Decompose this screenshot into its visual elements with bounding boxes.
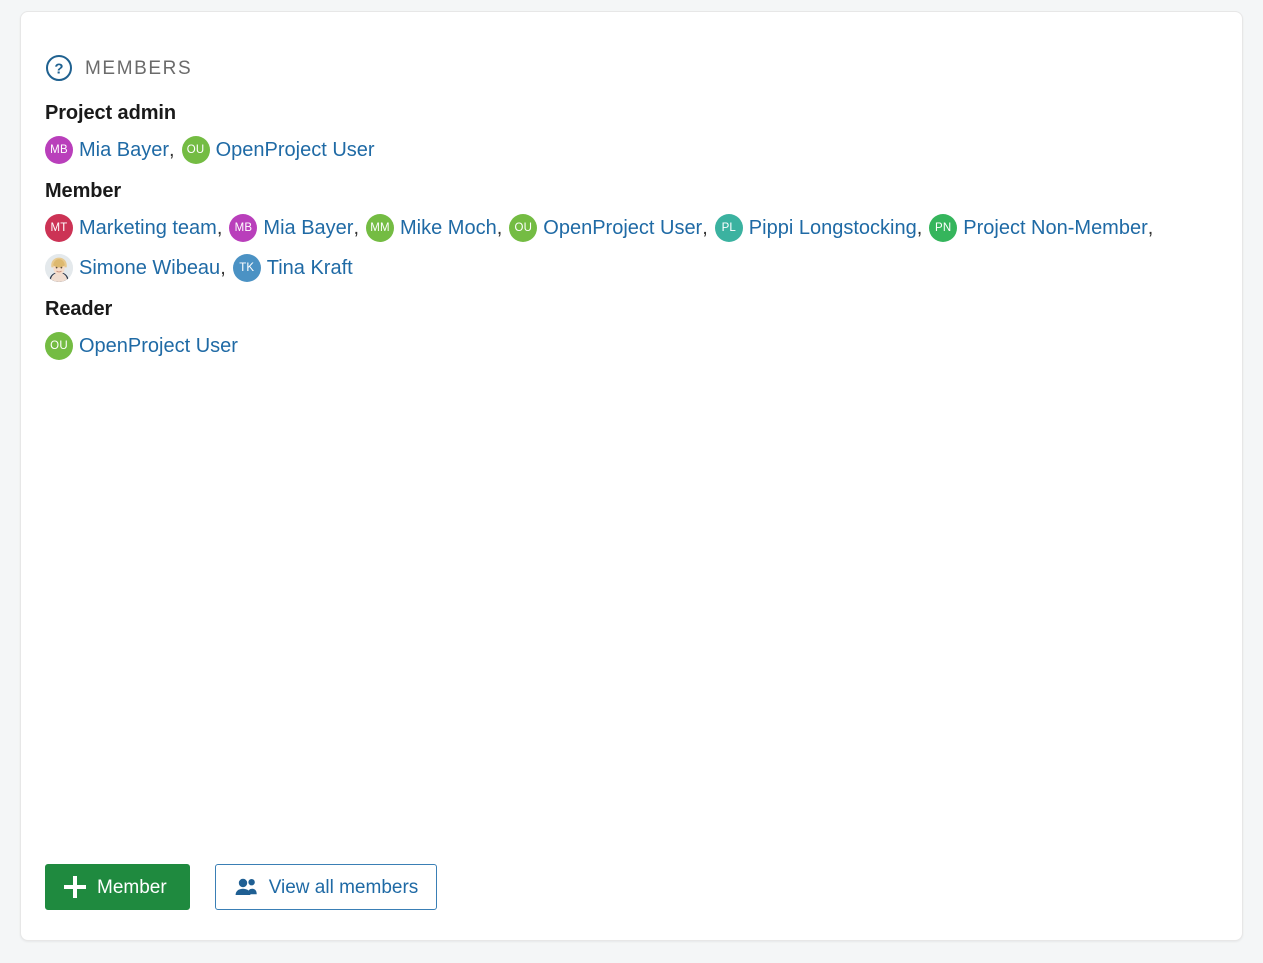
avatar[interactable]: OU xyxy=(181,136,210,164)
name-separator: , xyxy=(916,217,923,239)
member-list: OU OpenProject User xyxy=(45,326,1220,366)
member-name-link[interactable]: Pippi Longstocking xyxy=(748,217,917,239)
avatar[interactable]: MB xyxy=(229,214,258,242)
avatar[interactable]: PN xyxy=(929,214,958,242)
widget-header: ? MEMBERS xyxy=(21,12,1242,82)
name-separator: , xyxy=(1147,217,1154,239)
add-member-label: Member xyxy=(97,876,167,898)
page-title: MEMBERS xyxy=(85,57,193,79)
widget-footer: Member View all members xyxy=(45,864,438,910)
member-name-link[interactable]: Marketing team xyxy=(79,217,217,239)
avatar[interactable]: MT xyxy=(45,214,73,242)
name-separator: , xyxy=(702,217,708,239)
avatar[interactable]: PL xyxy=(714,214,743,242)
avatar[interactable]: MB xyxy=(45,136,73,164)
member-name-link[interactable]: Tina Kraft xyxy=(266,257,353,279)
users-icon xyxy=(235,878,257,895)
avatar[interactable]: TK xyxy=(232,254,261,282)
svg-text:?: ? xyxy=(54,61,63,78)
member-name-link[interactable]: Project Non-Member xyxy=(963,217,1148,239)
avatar[interactable]: MM xyxy=(366,214,394,242)
view-all-members-button[interactable]: View all members xyxy=(214,864,438,910)
add-member-button[interactable]: Member xyxy=(45,864,190,910)
name-separator: , xyxy=(353,217,359,239)
role-title: Project admin xyxy=(45,102,176,124)
member-name-link[interactable]: Mia Bayer xyxy=(79,139,170,161)
name-separator: , xyxy=(496,217,503,239)
role-title: Member xyxy=(45,180,122,202)
member-name-link[interactable]: Simone Wibeau xyxy=(79,257,221,279)
member-name-link[interactable]: OpenProject User xyxy=(79,335,238,357)
question-circle-icon[interactable]: ? xyxy=(45,54,73,82)
avatar[interactable]: OU xyxy=(509,214,538,242)
name-separator: , xyxy=(220,257,226,279)
member-name-link[interactable]: Mike Moch xyxy=(400,217,497,239)
avatar-photo[interactable] xyxy=(45,254,73,282)
name-separator: , xyxy=(169,139,175,161)
name-separator: , xyxy=(216,217,223,239)
plus-icon xyxy=(64,876,86,898)
member-name-link[interactable]: OpenProject User xyxy=(215,139,375,161)
role-title: Reader xyxy=(45,298,113,320)
member-name-link[interactable]: Mia Bayer xyxy=(263,217,354,239)
member-name-link[interactable]: OpenProject User xyxy=(543,217,703,239)
view-all-members-label: View all members xyxy=(268,876,419,898)
avatar[interactable]: OU xyxy=(45,332,73,360)
